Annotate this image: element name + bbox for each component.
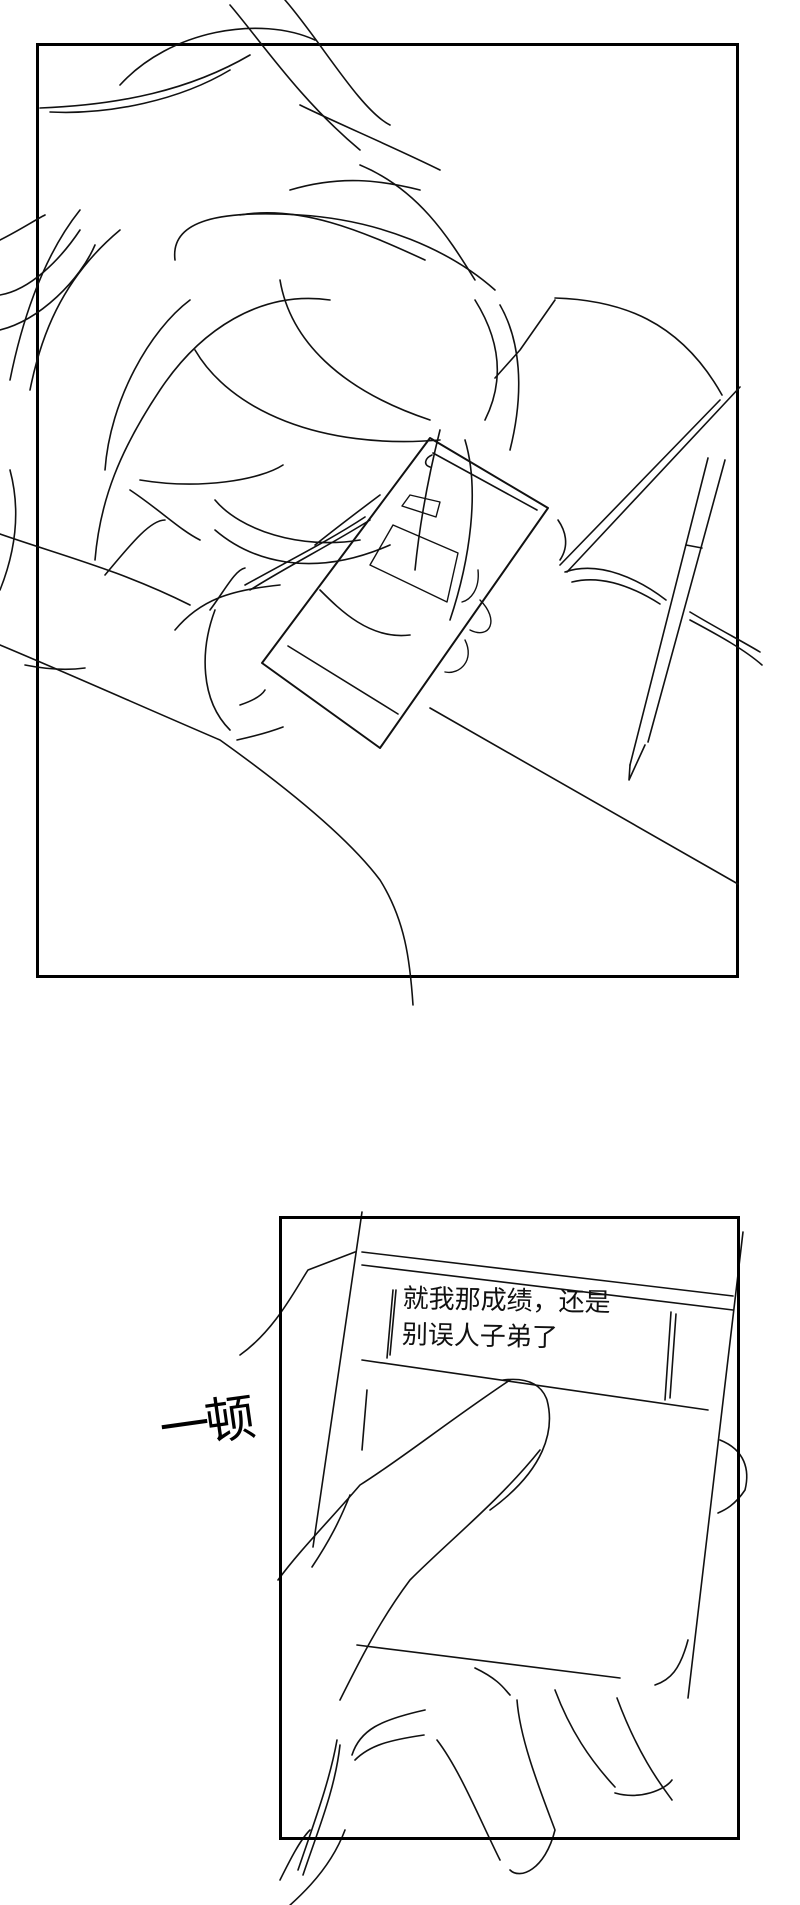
phone-panel2 <box>312 1211 744 1699</box>
panel-1-frame <box>36 43 739 978</box>
phone-message: 就我那成绩，还是 别误人子弟了 <box>401 1281 702 1359</box>
sound-effect-text: 一顿 <box>155 1388 256 1459</box>
hair-strokes <box>0 0 723 671</box>
phone-message-line-2: 别误人子弟了 <box>401 1319 559 1354</box>
panel-2-frame <box>279 1216 740 1840</box>
phone-panel1 <box>261 437 549 749</box>
arm-strokes <box>0 494 414 1006</box>
phone-message-line-1: 就我那成绩，还是 <box>402 1283 611 1319</box>
book-and-pen <box>429 386 763 885</box>
hand-strokes <box>239 1251 748 1905</box>
